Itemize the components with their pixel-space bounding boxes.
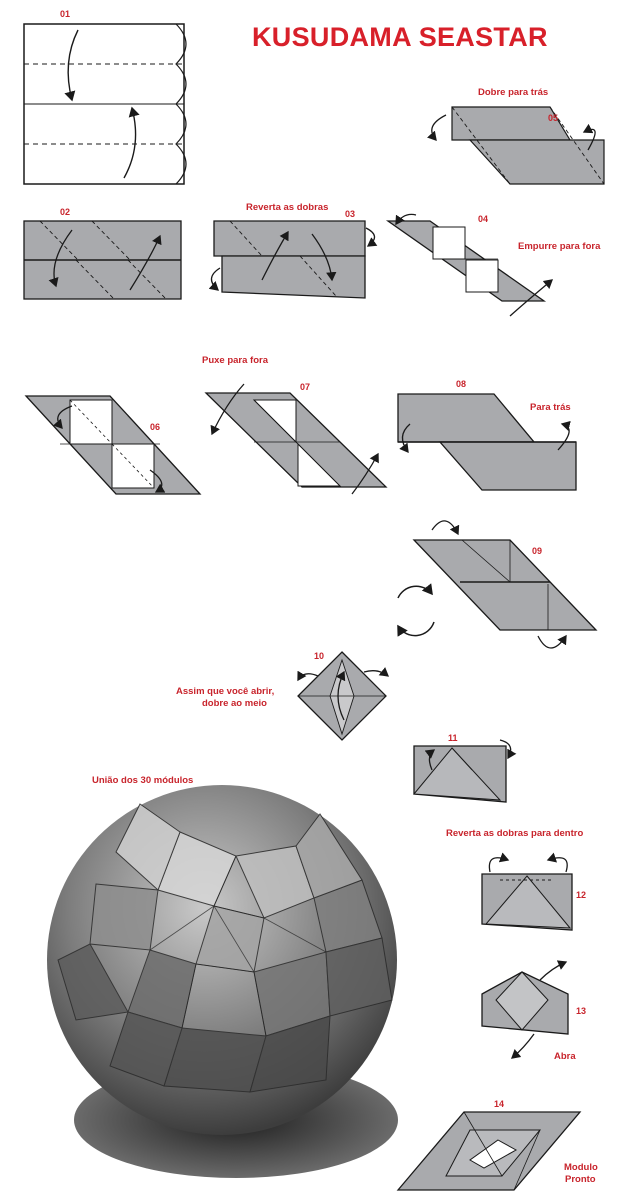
label-puxe-para-fora: Puxe para fora — [202, 355, 268, 366]
step-number-07: 07 — [300, 382, 310, 392]
step-number-02: 02 — [60, 207, 70, 217]
label-para-tras: Para trás — [530, 402, 571, 413]
label-modulo-line1: Modulo — [564, 1162, 598, 1173]
step-number-08: 08 — [456, 379, 466, 389]
step-number-06: 06 — [150, 422, 160, 432]
step-number-10: 10 — [314, 651, 324, 661]
step-number-01: 01 — [60, 9, 70, 19]
label-uniao-30-modulos: União dos 30 módulos — [92, 775, 193, 786]
step-05-diagram — [432, 107, 604, 184]
step-number-05: 05 — [548, 113, 558, 123]
label-reverta-as-dobras: Reverta as dobras — [246, 202, 328, 213]
label-modulo-line2: Pronto — [565, 1174, 596, 1185]
step-number-14: 14 — [494, 1099, 504, 1109]
step-07-diagram — [206, 384, 386, 494]
page-title: KUSUDAMA SEASTAR — [252, 22, 548, 53]
step-number-04: 04 — [478, 214, 488, 224]
step-06-diagram — [26, 396, 200, 494]
step-03-diagram — [211, 221, 374, 298]
label-reverta-dentro: Reverta as dobras para dentro — [446, 828, 583, 839]
step-09-diagram — [414, 521, 596, 648]
rotate-icon — [398, 586, 434, 635]
label-abra: Abra — [554, 1051, 576, 1062]
label-dobre-para-tras: Dobre para trás — [478, 87, 548, 98]
step-number-09: 09 — [532, 546, 542, 556]
step-02-diagram — [24, 221, 181, 299]
label-assim-que-line1: Assim que você abrir, — [176, 686, 274, 697]
label-assim-que-line2: dobre ao meio — [202, 698, 267, 709]
step-number-13: 13 — [576, 1006, 586, 1016]
step-13-diagram — [482, 962, 568, 1058]
step-number-03: 03 — [345, 209, 355, 219]
label-empurre-para-fora: Empurre para fora — [518, 241, 600, 252]
step-14-diagram — [398, 1112, 580, 1190]
step-12-diagram — [482, 858, 572, 930]
step-number-12: 12 — [576, 890, 586, 900]
step-11-diagram — [414, 740, 511, 802]
step-04-diagram — [388, 214, 552, 316]
step-10-diagram — [298, 652, 388, 740]
step-number-11: 11 — [448, 733, 458, 743]
step-01-diagram — [24, 24, 186, 184]
kusudama-ball-photo — [47, 785, 398, 1178]
